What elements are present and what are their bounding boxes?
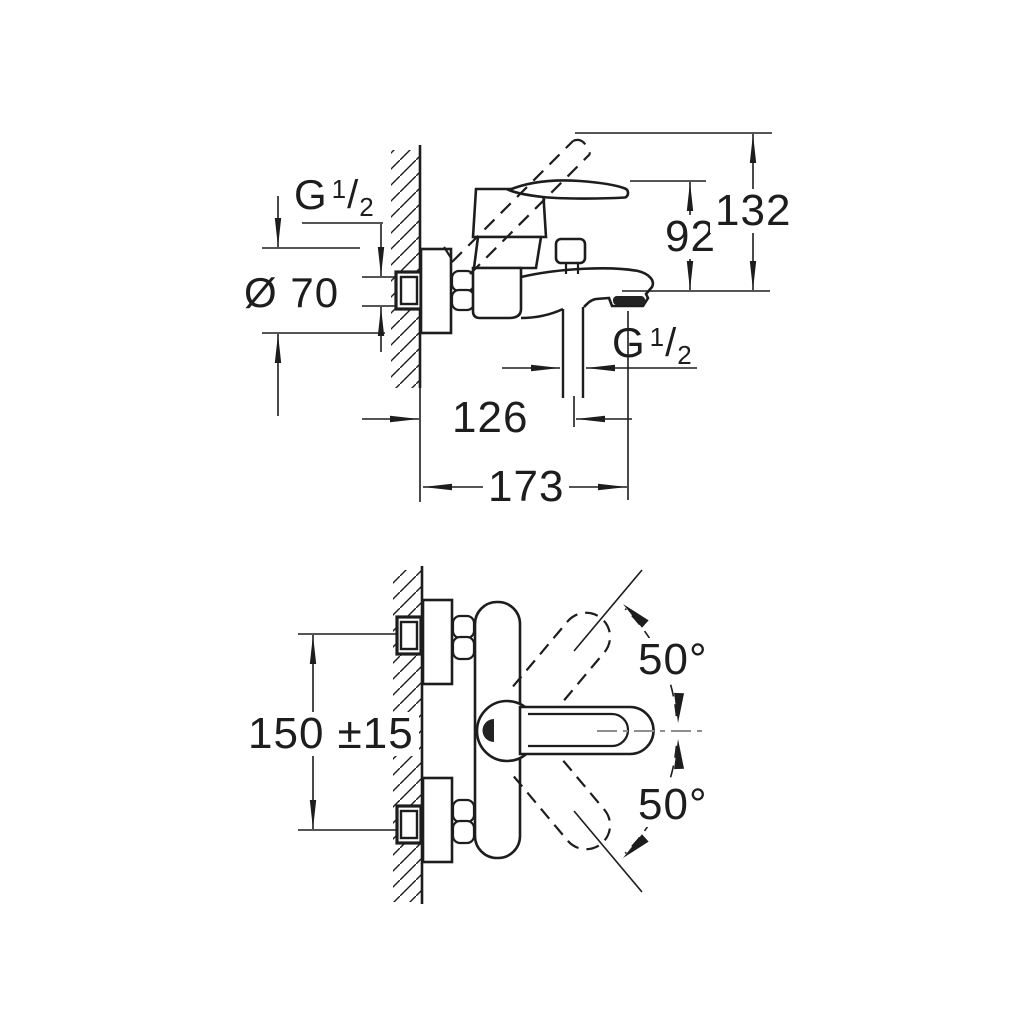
escutcheon-plan-bottom bbox=[421, 776, 454, 864]
handle-lever-side bbox=[505, 179, 630, 200]
aerator bbox=[613, 296, 645, 305]
dimension-label-126: 126 bbox=[452, 393, 529, 442]
dimension-label-150: 150 ±15 bbox=[243, 712, 419, 756]
dimension-label-diameter-70: Ø 70 bbox=[244, 269, 340, 316]
union-nut-side bbox=[450, 269, 476, 312]
plan-view-dimensions bbox=[298, 569, 702, 893]
outlet-pipe bbox=[561, 307, 585, 398]
side-view bbox=[262, 132, 772, 502]
escutcheon-side bbox=[419, 247, 453, 335]
dimension-label-angle-bottom: 50° bbox=[633, 783, 713, 827]
inlet-connections-plan bbox=[395, 615, 423, 845]
spout bbox=[520, 267, 655, 320]
dimension-label-132: 132 bbox=[710, 189, 797, 233]
dimension-label-173: 173 bbox=[483, 465, 570, 509]
inlet-connection bbox=[394, 270, 423, 311]
handle-lever-raised-dashed bbox=[443, 138, 592, 275]
handle-swivel-dashed bbox=[512, 611, 612, 851]
wall-section-side bbox=[391, 145, 422, 502]
union-nuts-plan bbox=[451, 614, 476, 845]
dimension-label-angle-top: 50° bbox=[633, 638, 713, 682]
handle-lever-plan bbox=[518, 705, 655, 756]
escutcheon-plan-top bbox=[421, 598, 454, 686]
temperature-indicator bbox=[482, 719, 494, 742]
plan-view bbox=[298, 566, 702, 904]
diverter-knob bbox=[554, 237, 587, 274]
